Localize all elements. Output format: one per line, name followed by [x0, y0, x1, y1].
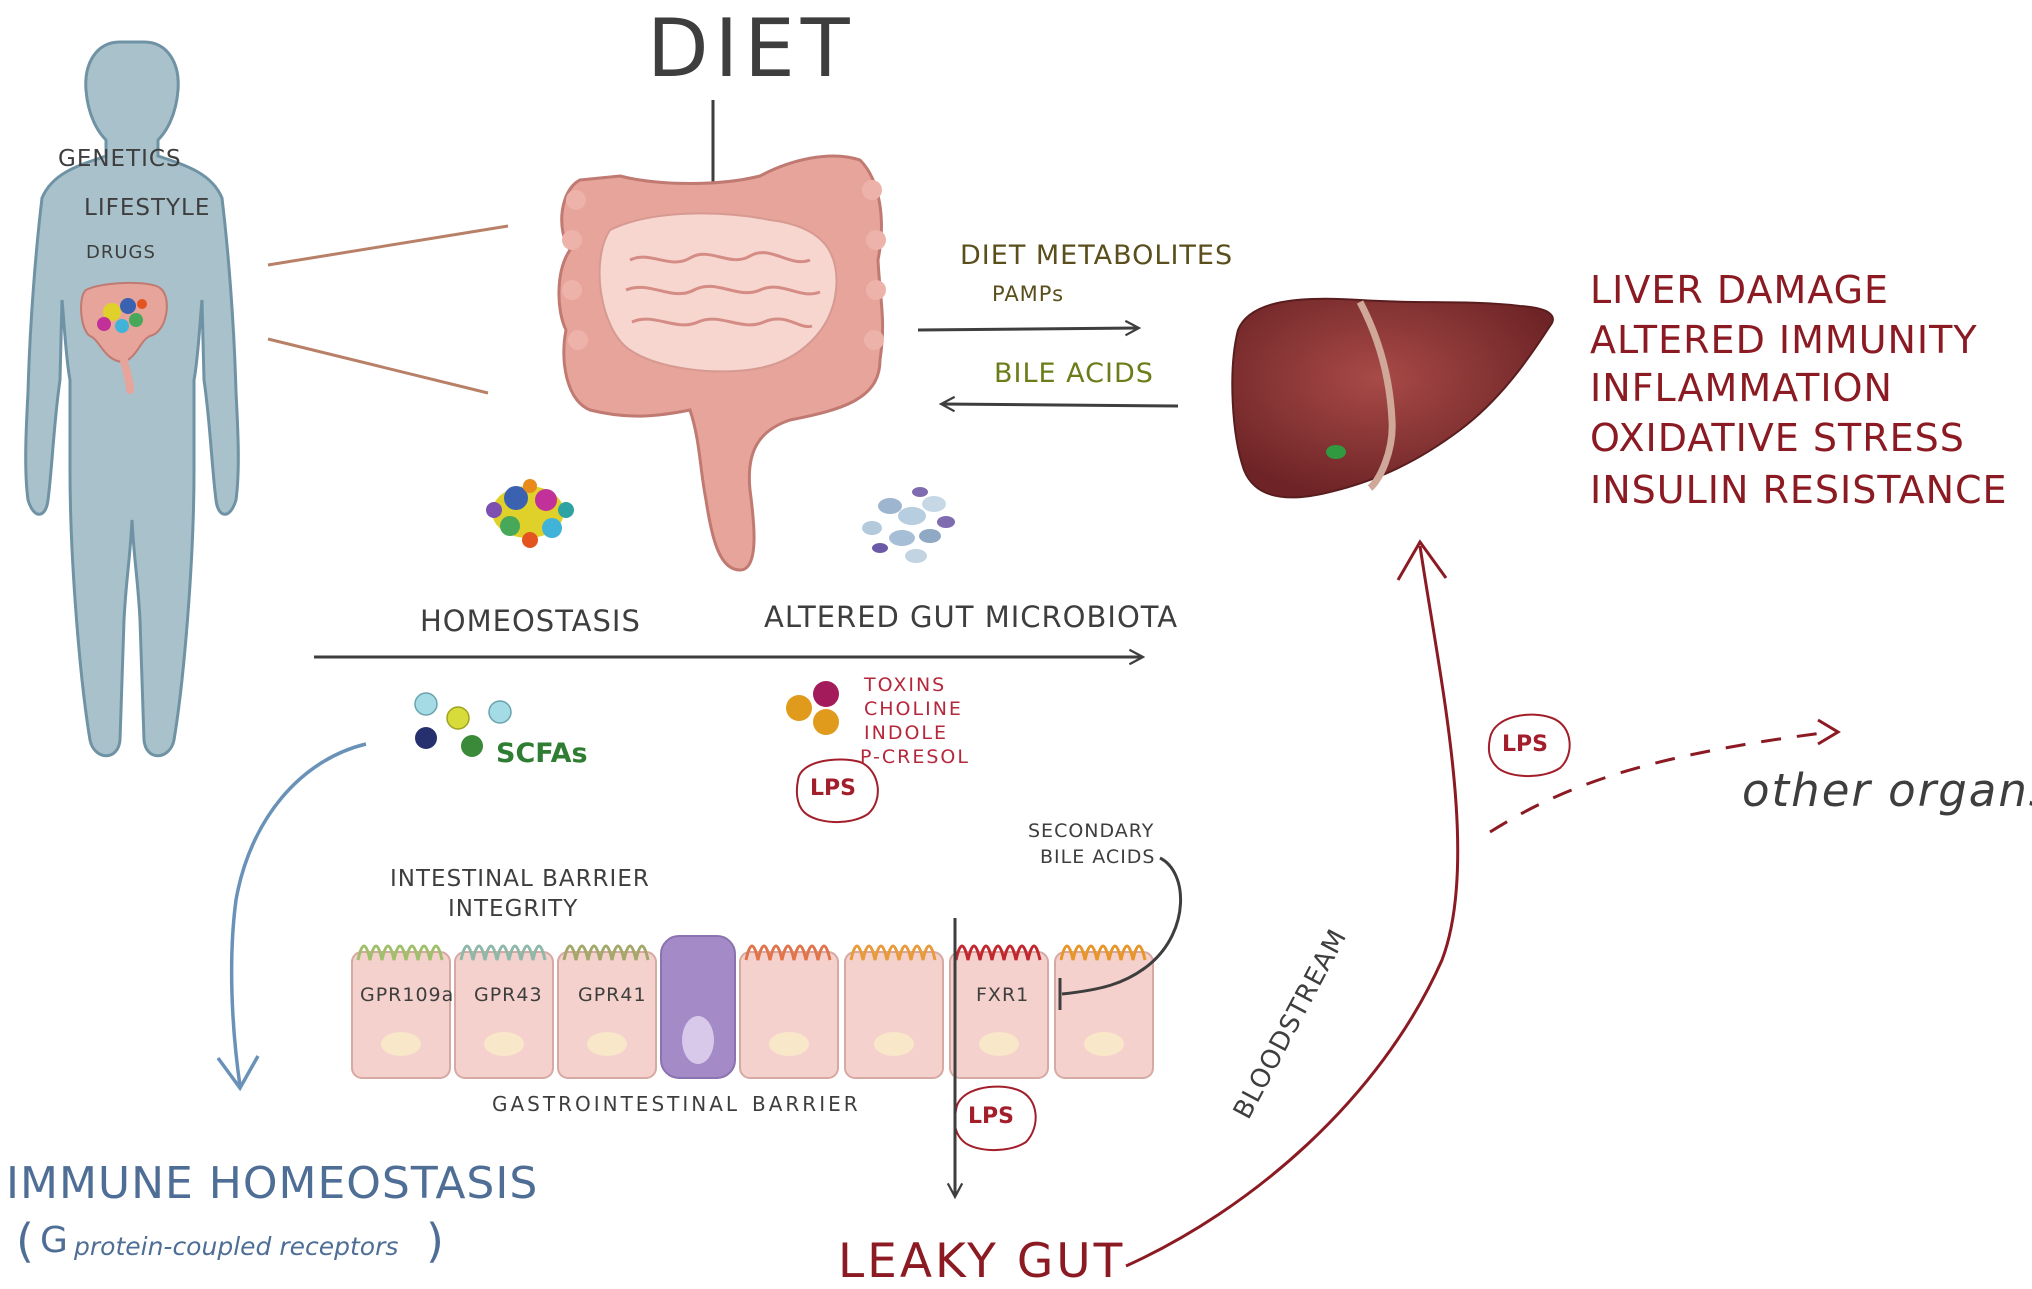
gpcr-paren-close: ) — [426, 1214, 444, 1268]
oxidative-stress-label: OXIDATIVE STRESS — [1590, 416, 1965, 460]
mini-microbiota-cluster — [97, 298, 147, 333]
gpcr-paren-open: ( — [16, 1214, 34, 1268]
gpr43-label: GPR43 — [474, 984, 543, 1006]
healthy-microbiota-cluster — [486, 479, 574, 548]
immune-homeostasis-label: IMMUNE HOMEOSTASIS — [6, 1158, 539, 1209]
inflammation-label: INFLAMMATION — [1590, 366, 1893, 410]
gpr41-label: GPR41 — [578, 984, 647, 1006]
bile-acids-label: BILE ACIDS — [994, 358, 1154, 389]
altered-immunity-label: ALTERED IMMUNITY — [1590, 318, 1978, 362]
homeostasis-label: HOMEOSTASIS — [420, 604, 641, 638]
scfa-molecules — [414, 692, 512, 757]
metabolite-molecules — [786, 681, 839, 735]
gpcr-subtitle: protein-coupled receptors — [74, 1232, 399, 1261]
altered-microbiota-cluster — [862, 487, 955, 563]
integrity-label: INTEGRITY — [448, 896, 579, 922]
pamps-label: PAMPs — [992, 282, 1065, 306]
choline-label: CHOLINE — [864, 698, 963, 720]
barrier-label: BARRIER — [752, 1092, 861, 1116]
body-to-gut-line-top — [267, 224, 509, 267]
scfas-label: SCFAs — [496, 738, 588, 769]
toxins-label: TOXINS — [864, 674, 947, 696]
bloodstream-arrow — [1125, 545, 1460, 1268]
lps-label-blood: LPS — [1502, 732, 1548, 757]
lifestyle-label: LIFESTYLE — [84, 195, 211, 221]
diet-title: DIET — [647, 2, 856, 95]
altered-gut-microbiota-label: ALTERED GUT MICROBIOTA — [764, 600, 1179, 634]
lps-label-leak: LPS — [968, 1104, 1014, 1129]
fxr1-label: FXR1 — [976, 984, 1030, 1006]
drugs-label: DRUGS — [86, 242, 156, 263]
gpr109a-label: GPR109a — [360, 984, 455, 1006]
lps-label-gut: LPS — [810, 776, 856, 801]
diet-metabolites-label: DIET METABOLITES — [960, 240, 1234, 271]
indole-label: INDOLE — [864, 722, 948, 744]
secondary-label: SECONDARY — [1028, 820, 1155, 842]
gpcr-g-letter: G — [40, 1220, 68, 1261]
gut-to-liver-arrow — [917, 319, 1142, 337]
epithelial-barrier — [351, 935, 1154, 1079]
bile-acids-secondary-label: BILE ACIDS — [1040, 846, 1156, 868]
p-cresol-label: P-CRESOL — [860, 746, 970, 768]
lps-blob-leak — [953, 1085, 1037, 1152]
liver-damage-label: LIVER DAMAGE — [1590, 268, 1890, 312]
immune-arrow — [229, 742, 367, 1087]
liver-illustration — [1231, 297, 1554, 499]
bile-inhibition-curve — [1061, 856, 1182, 996]
human-body-silhouette — [24, 40, 240, 758]
body-to-gut-line-bottom — [267, 337, 489, 395]
liver-to-gut-arrow — [938, 395, 1179, 413]
gastrointestinal-label: GASTROINTESTINAL — [492, 1092, 741, 1116]
genetics-label: GENETICS — [58, 146, 182, 172]
lps-blob-gut — [795, 758, 879, 824]
lps-blob-blood — [1487, 713, 1571, 778]
leaky-gut-label: LEAKY GUT — [838, 1234, 1126, 1289]
other-organs-label: other organs — [1742, 764, 2032, 817]
other-organs-arrow-head — [1817, 718, 1841, 746]
intestinal-barrier-label: INTESTINAL BARRIER — [390, 866, 650, 892]
immune-arrow-head — [216, 1055, 260, 1092]
insulin-resistance-label: INSULIN RESISTANCE — [1590, 468, 2008, 512]
bloodstream-arrow-head — [1396, 539, 1448, 581]
intestine-illustration — [557, 154, 886, 572]
